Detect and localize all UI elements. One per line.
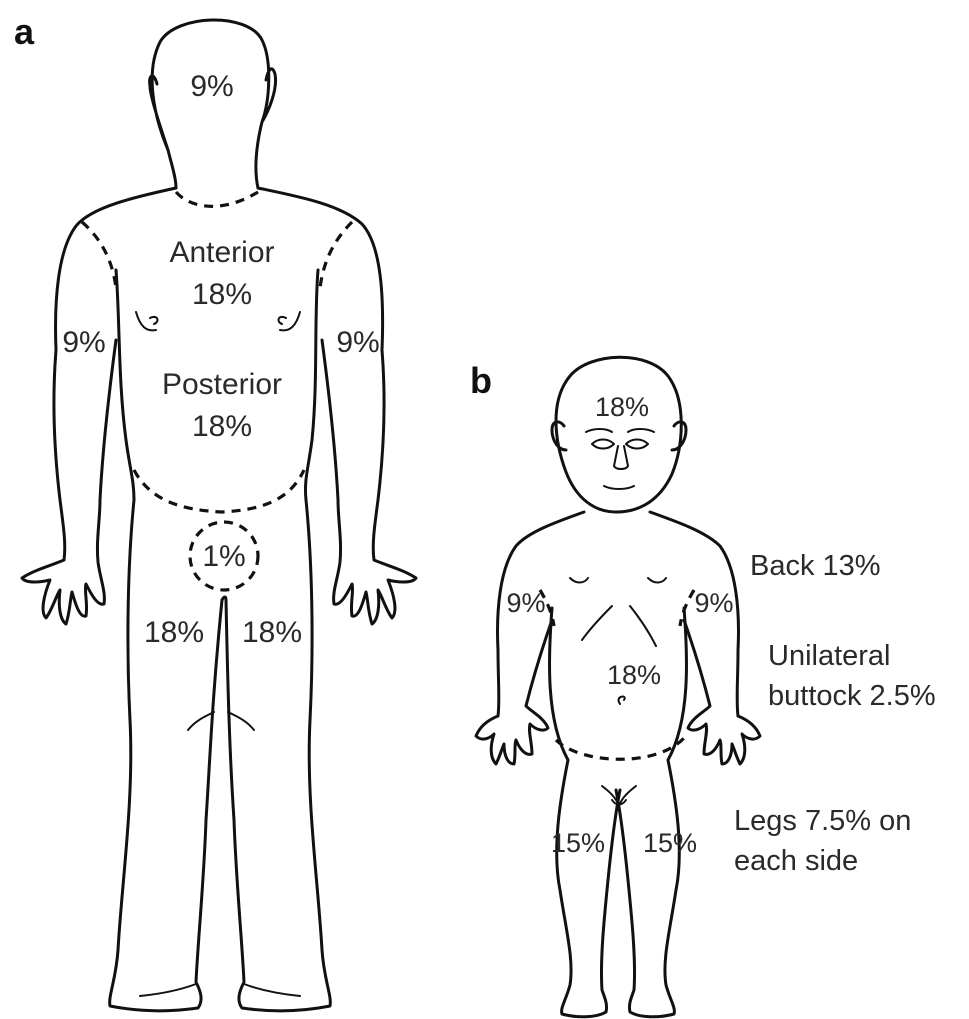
panel-a-label: a <box>14 11 35 52</box>
adult-right-arm-label: 9% <box>336 326 379 359</box>
child-right-shoulder-divider <box>680 590 694 626</box>
child-legs-outline <box>557 760 680 1017</box>
adult-right-leg-label: 18% <box>242 616 302 649</box>
child-right-leg-label: 15% <box>643 828 697 858</box>
child-arms-outline <box>476 620 760 764</box>
adult-right-shoulder-divider <box>320 222 352 288</box>
adult-left-arm-label: 9% <box>62 326 105 359</box>
adult-posterior-label: Posterior <box>162 368 282 401</box>
panel-b-label: b <box>470 360 492 401</box>
adult-legs-outline <box>110 500 331 1011</box>
child-torso-outline <box>498 512 739 760</box>
child-buttock-note-line1: Unilateral <box>768 640 891 672</box>
adult-waist-divider <box>134 470 304 512</box>
adult-head-outline <box>150 20 276 188</box>
child-right-arm-label: 9% <box>694 588 733 618</box>
child-legs-note-line2: each side <box>734 845 858 877</box>
adult-neck-divider <box>176 192 258 206</box>
child-buttock-note-line2: buttock 2.5% <box>768 680 936 712</box>
child-waist-divider <box>556 738 684 759</box>
adult-anterior-label: Anterior <box>169 236 274 269</box>
adult-figure: a 9% Anterior 18% Posterior 18% 9% 9% 1%… <box>14 11 416 1011</box>
child-face-details <box>586 429 654 489</box>
child-head-label: 18% <box>595 392 649 422</box>
child-back-note: Back 13% <box>750 550 881 582</box>
child-left-leg-label: 15% <box>551 828 605 858</box>
adult-perineum-label: 1% <box>202 540 245 573</box>
child-body-details <box>570 578 666 805</box>
child-figure: b 18% 9% 9% 18% 15% 15% Back 13% Unilate… <box>470 357 936 1017</box>
adult-left-shoulder-divider <box>82 222 116 288</box>
adult-posterior-value: 18% <box>192 410 252 443</box>
child-legs-note-line1: Legs 7.5% on <box>734 805 911 837</box>
adult-anterior-value: 18% <box>192 278 252 311</box>
child-trunk-label: 18% <box>607 660 661 690</box>
adult-left-leg-label: 18% <box>144 616 204 649</box>
child-left-arm-label: 9% <box>506 588 545 618</box>
adult-head-label: 9% <box>190 70 233 103</box>
